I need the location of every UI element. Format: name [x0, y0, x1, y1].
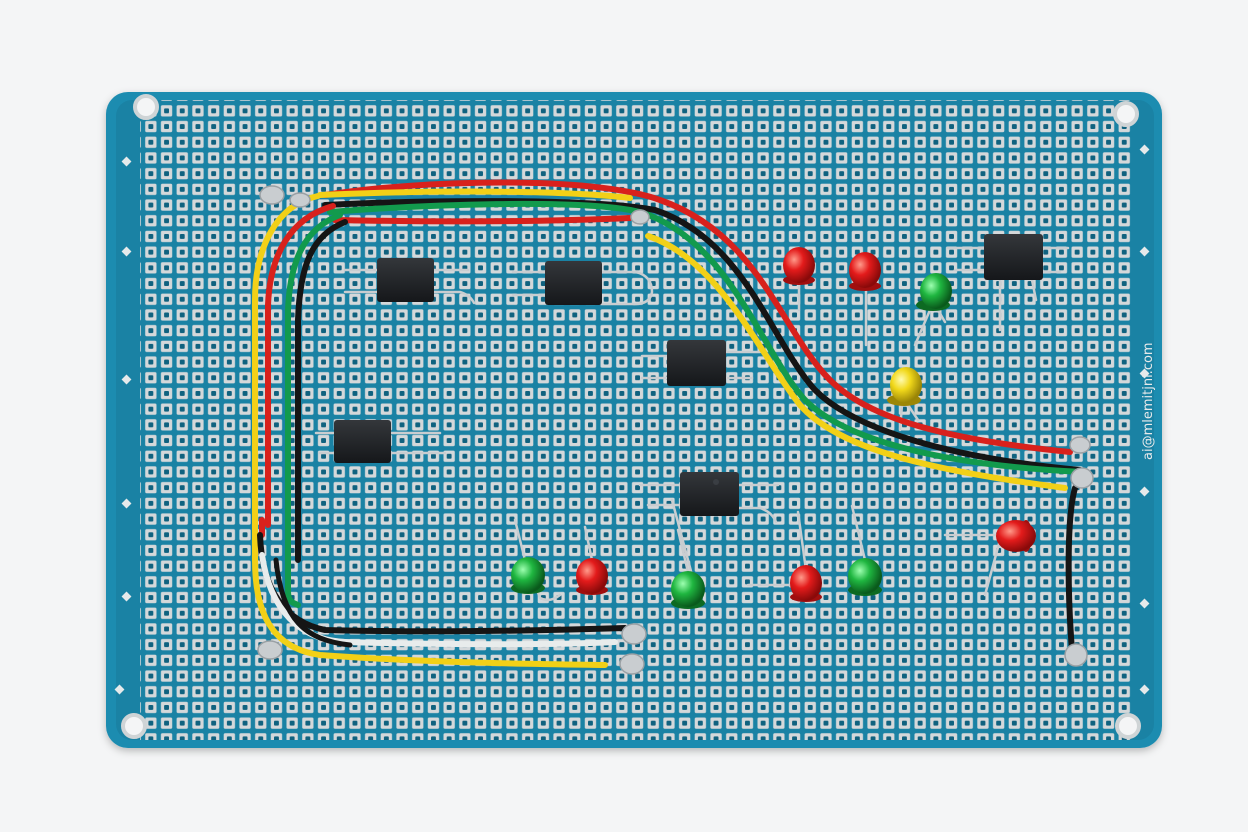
mounting-holes [121, 94, 1141, 739]
wire-red-long [322, 179, 1073, 455]
led-red [790, 565, 822, 602]
wire-bundle [252, 179, 1085, 668]
wire-red-left [259, 203, 336, 538]
leds [511, 247, 1036, 609]
wire-yellow-long [317, 188, 1068, 491]
chip [680, 472, 739, 516]
led-red [849, 252, 881, 291]
led-yellow [887, 367, 922, 406]
wire-green-long [327, 200, 1085, 475]
chip [545, 261, 602, 305]
chip [984, 234, 1043, 280]
wire-red-short [332, 215, 633, 225]
wire-black-right [1065, 485, 1078, 653]
edge-markers [114, 144, 1150, 695]
chip [667, 340, 726, 386]
chip [377, 258, 434, 302]
led-red [783, 247, 815, 285]
led-green [916, 273, 952, 311]
led-red [996, 520, 1036, 552]
wire-yellow-left [252, 193, 608, 668]
led-green [511, 557, 545, 594]
led-red [576, 558, 608, 595]
wire-white-left [259, 552, 618, 648]
led-green [848, 558, 882, 596]
ic-chips [334, 234, 1043, 516]
wire-green-left [285, 212, 343, 608]
silkscreen-text: ai@mlemitjnl.com [1141, 342, 1156, 460]
solder-joints [257, 185, 1094, 675]
wire-black-long [322, 198, 1083, 473]
wire-black-bottom [273, 557, 353, 648]
led-green [671, 571, 705, 609]
component-leads [314, 246, 1070, 602]
chip [334, 420, 391, 463]
